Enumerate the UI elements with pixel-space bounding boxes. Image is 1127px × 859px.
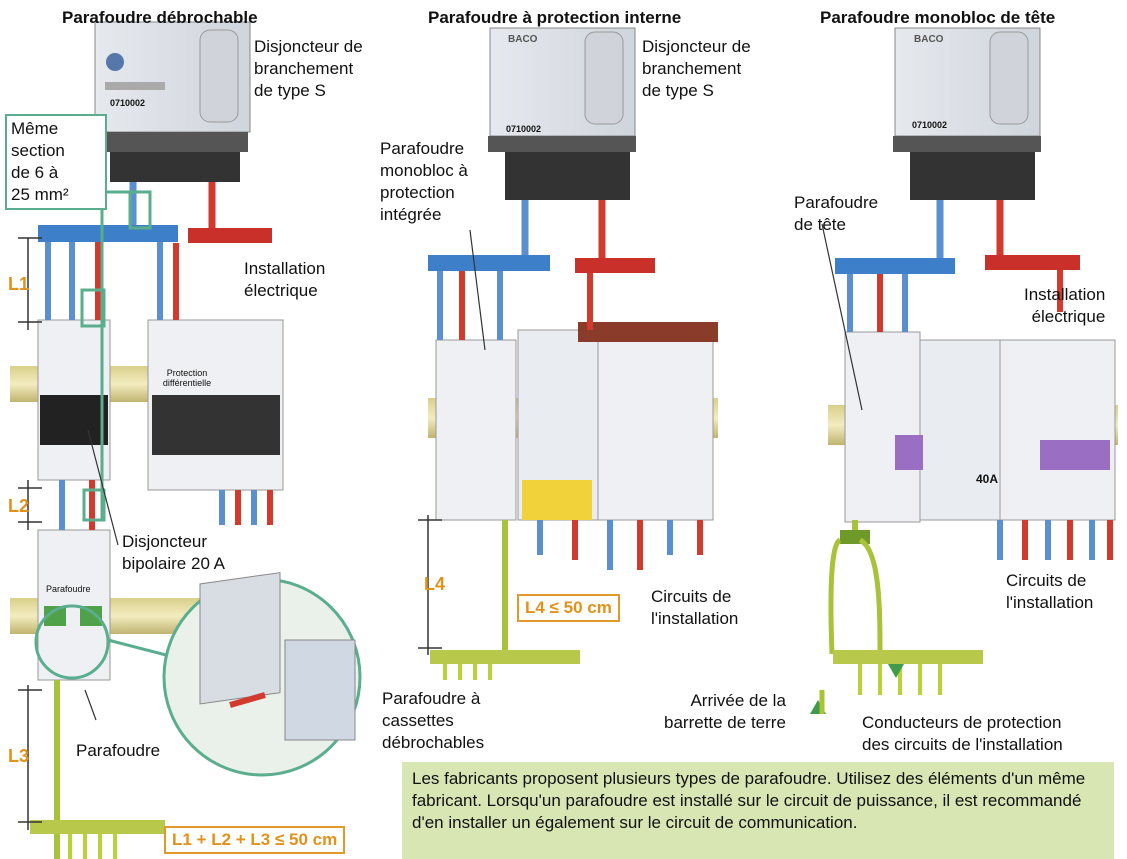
- formula-l4: L4 ≤ 50 cm: [517, 594, 620, 622]
- device-ref-2: 0710002: [506, 124, 542, 134]
- red-busbar-3: [985, 255, 1080, 270]
- device-ref-3: 0710002: [912, 120, 948, 130]
- panel-1-title: Parafoudre débrochable: [62, 8, 258, 27]
- panel-3-title: Parafoudre monobloc de tête: [820, 8, 1056, 27]
- blue-busbar-1: [38, 225, 178, 242]
- earth-bar-3: [833, 650, 983, 664]
- label-conducteurs-protection: Conducteurs de protection des circuits d…: [862, 713, 1063, 754]
- blue-busbar-2: [428, 255, 550, 271]
- label-protection-differentielle: Protection différentielle: [162, 368, 212, 388]
- label-disjoncteur-bipolaire: Disjoncteur bipolaire 20 A: [122, 532, 226, 573]
- breaker-dial-1: [106, 53, 124, 71]
- label-parafoudre-tete: Parafoudre de tête: [794, 193, 879, 234]
- panel-2-title: Parafoudre à protection interne: [428, 8, 682, 27]
- label-parafoudre: Parafoudre: [76, 741, 161, 760]
- arrow-down-icon: [888, 664, 904, 678]
- label-circuits-3: Circuits de l'installation: [1006, 571, 1094, 612]
- label-monobloc-integree: Parafoudre monobloc à protection intégré…: [380, 139, 468, 224]
- label-circuits-2: Circuits de l'installation: [651, 587, 739, 628]
- panel-3-drawing: [810, 27, 1118, 714]
- rcd-3: [919, 339, 1001, 521]
- earth-bar-1: [30, 820, 165, 834]
- device-rating-40a: 40A: [976, 472, 999, 486]
- panel-1-drawing: [10, 21, 362, 859]
- label-installation-electrique-1: Installation électrique: [244, 259, 326, 300]
- earth-bar-2: [430, 650, 580, 664]
- head-surge-arrester: [844, 331, 921, 523]
- red-busbar-2: [575, 258, 655, 273]
- label-disjoncteur-s-1: Disjoncteur de branchement de type S: [254, 37, 363, 100]
- circuit-breakers-2: [597, 339, 714, 521]
- dimension-l2: L2: [8, 496, 30, 516]
- circuit-breakers-3: [999, 339, 1116, 521]
- label-disjoncteur-s-2: Disjoncteur de branchement de type S: [642, 37, 751, 100]
- label-parafoudre-cassettes: Parafoudre à cassettes débrochables: [382, 689, 485, 752]
- integrated-surge-arrester: [435, 339, 517, 521]
- label-installation-electrique-3: Installation électrique: [1024, 285, 1106, 326]
- dimension-l3: L3: [8, 746, 30, 766]
- manufacturer-note: Les fabricants proposent plusieurs types…: [402, 762, 1114, 859]
- breaker-terminals-1: [110, 152, 240, 182]
- label-meme-section: Même section de 6 à 25 mm²: [5, 114, 107, 210]
- panel-2-drawing: [418, 27, 718, 680]
- dimension-l4: L4: [424, 574, 446, 594]
- device-brand-3: BACO: [914, 34, 944, 45]
- label-arrivee-terre: Arrivée de la barrette de terre: [664, 691, 786, 732]
- device-ref-1: 0710002: [110, 98, 146, 108]
- blue-busbar-3: [835, 258, 955, 274]
- formula-sum: L1 + L2 + L3 ≤ 50 cm: [164, 826, 346, 854]
- breaker-terminals-2: [505, 150, 630, 200]
- device-brand-2: BACO: [508, 34, 538, 45]
- breaker-terminals-3: [910, 150, 1035, 200]
- red-busbar-1: [188, 228, 272, 243]
- dimension-l1: L1: [8, 274, 30, 294]
- label-parafoudre-device: Parafoudre: [46, 584, 91, 594]
